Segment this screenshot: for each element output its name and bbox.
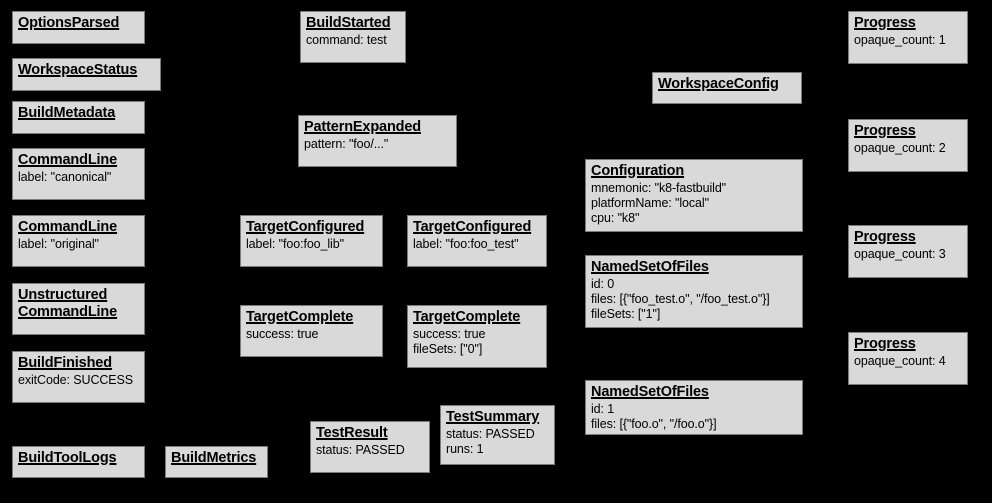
node-named-set-of-files-1[interactable]: NamedSetOfFiles id: 1 files: [{"foo.o", "… [585,380,803,435]
node-target-complete-lib[interactable]: TargetComplete success: true [240,305,383,357]
node-fields: command: test [306,33,387,48]
node-test-summary[interactable]: TestSummary status: PASSED runs: 1 [440,405,555,465]
node-fields: mnemonic: "k8-fastbuild" platformName: "… [591,181,727,225]
node-progress-4[interactable]: Progress opaque_count: 4 [848,332,968,385]
node-title: CommandLine [18,152,118,168]
node-build-tool-logs[interactable]: BuildToolLogs [12,446,145,478]
node-command-line-original[interactable]: CommandLine label: "original" [12,215,145,267]
node-title: Unstructured CommandLine [18,287,118,321]
node-title: Progress [854,123,916,139]
node-title: TestSummary [446,409,540,425]
node-fields: status: PASSED [316,443,405,458]
node-title: NamedSetOfFiles [591,384,709,400]
node-title: BuildMetadata [18,105,116,121]
node-fields: label: "original" [18,237,99,252]
node-title: Progress [854,15,916,31]
node-target-configured-foo-test[interactable]: TargetConfigured label: "foo:foo_test" [407,215,547,267]
node-options-parsed[interactable]: OptionsParsed [12,11,145,44]
node-title: TargetComplete [413,309,521,325]
node-title: CommandLine [18,219,118,235]
node-title: PatternExpanded [304,119,421,135]
node-build-started[interactable]: BuildStarted command: test [300,11,406,63]
node-build-metadata[interactable]: BuildMetadata [12,101,145,134]
node-target-complete-test[interactable]: TargetComplete success: true fileSets: ["… [407,305,547,368]
node-workspace-config[interactable]: WorkspaceConfig [652,72,802,104]
node-progress-3[interactable]: Progress opaque_count: 3 [848,225,968,278]
node-title: BuildToolLogs [18,450,117,466]
node-fields: pattern: "foo/..." [304,137,389,152]
node-named-set-of-files-0[interactable]: NamedSetOfFiles id: 0 files: [{"foo_test.… [585,255,803,328]
node-fields: opaque_count: 4 [854,354,946,369]
node-fields: success: true [246,327,319,342]
node-title: BuildMetrics [171,450,257,466]
node-progress-1[interactable]: Progress opaque_count: 1 [848,11,968,64]
node-title: TargetConfigured [246,219,365,235]
node-title: Progress [854,336,916,352]
node-title: Progress [854,229,916,245]
node-title: BuildFinished [18,355,112,371]
node-fields: label: "foo:foo_lib" [246,237,344,252]
node-progress-2[interactable]: Progress opaque_count: 2 [848,119,968,172]
node-pattern-expanded[interactable]: PatternExpanded pattern: "foo/..." [298,115,457,167]
node-workspace-status[interactable]: WorkspaceStatus [12,58,161,91]
node-unstructured-command-line[interactable]: Unstructured CommandLine [12,283,145,335]
node-test-result[interactable]: TestResult status: PASSED [310,421,430,473]
node-fields: opaque_count: 1 [854,33,946,48]
node-target-configured-foo-lib[interactable]: TargetConfigured label: "foo:foo_lib" [240,215,383,267]
node-title: BuildStarted [306,15,391,31]
node-title: NamedSetOfFiles [591,259,709,275]
node-title: OptionsParsed [18,15,120,31]
node-configuration[interactable]: Configuration mnemonic: "k8-fastbuild" pl… [585,159,803,232]
node-fields: exitCode: SUCCESS [18,373,134,388]
node-fields: status: PASSED runs: 1 [446,427,535,456]
node-fields: id: 0 files: [{"foo_test.o", "/foo_test.… [591,277,770,321]
node-fields: success: true fileSets: ["0"] [413,327,486,356]
node-fields: id: 1 files: [{"foo.o", "/foo.o"}] [591,402,717,431]
node-fields: opaque_count: 3 [854,247,946,262]
node-command-line-canonical[interactable]: CommandLine label: "canonical" [12,148,145,200]
node-fields: opaque_count: 2 [854,141,946,156]
node-build-metrics[interactable]: BuildMetrics [165,446,268,478]
node-title: TestResult [316,425,388,441]
node-build-finished[interactable]: BuildFinished exitCode: SUCCESS [12,351,145,403]
node-fields: label: "canonical" [18,170,112,185]
node-title: WorkspaceConfig [658,76,779,92]
node-fields: label: "foo:foo_test" [413,237,519,252]
node-title: Configuration [591,163,685,179]
node-title: WorkspaceStatus [18,62,138,78]
node-title: TargetComplete [246,309,354,325]
node-title: TargetConfigured [413,219,532,235]
